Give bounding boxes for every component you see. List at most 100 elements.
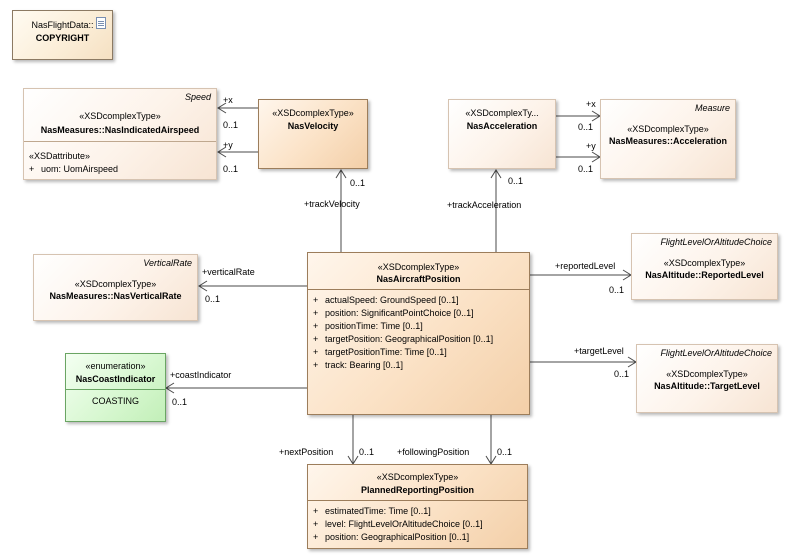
- assoc-target-level-arrow: [627, 356, 637, 368]
- role-label: +x: [223, 95, 233, 105]
- role-label: +x: [586, 99, 596, 109]
- class-nas-indicated-airspeed[interactable]: Speed «XSDcomplexType» NasMeasures::NasI…: [23, 88, 217, 180]
- class-nas-acceleration[interactable]: «XSDcomplexTy... NasAcceleration: [448, 99, 556, 169]
- attribute-row: + targetPosition: GeographicalPosition [0…: [313, 334, 493, 345]
- assoc-coast-indicator-arrow: [165, 382, 175, 394]
- attribute-text: estimatedTime: Time [0..1]: [325, 506, 431, 516]
- class-nas-aircraft-position[interactable]: «XSDcomplexType» NasAircraftPosition + ac…: [307, 252, 530, 415]
- multiplicity-label: 0..1: [223, 164, 239, 174]
- assoc-track-acceleration-arrow: [490, 169, 502, 179]
- class-name: NasMeasures::NasVerticalRate: [49, 291, 182, 301]
- compartment-divider: [66, 389, 165, 390]
- visibility-marker: +: [313, 506, 319, 516]
- class-stereotype: «enumeration»: [85, 361, 146, 371]
- class-name: NasAcceleration: [466, 121, 538, 131]
- note-line-2: COPYRIGHT: [35, 33, 90, 43]
- attribute-row: + positionTime: Time [0..1]: [313, 321, 423, 332]
- class-stereotype: «XSDcomplexType»: [74, 279, 157, 289]
- attribute-row: + track: Bearing [0..1]: [313, 360, 403, 371]
- abstract-type-label: VerticalRate: [143, 258, 192, 268]
- compartment-divider: [308, 500, 527, 501]
- class-reported-level[interactable]: FlightLevelOrAltitudeChoice «XSDcomplexT…: [631, 233, 778, 300]
- visibility-marker: +: [313, 360, 319, 370]
- attribute-text: position: SignificantPointChoice [0..1]: [325, 308, 474, 318]
- role-label: +coastIndicator: [170, 370, 232, 380]
- role-label: +followingPosition: [397, 447, 470, 457]
- class-name: NasVelocity: [287, 121, 339, 131]
- attribute-row: + targetPositionTime: Time [0..1]: [313, 347, 447, 358]
- multiplicity-label: 0..1: [497, 447, 513, 457]
- multiplicity-label: 0..1: [609, 285, 625, 295]
- class-nas-velocity[interactable]: «XSDcomplexType» NasVelocity: [258, 99, 368, 169]
- attribute-row: + estimatedTime: Time [0..1]: [313, 506, 431, 517]
- note-line-1: NasFlightData::: [31, 20, 94, 30]
- class-name: PlannedReportingPosition: [360, 485, 474, 495]
- attribute-row: +position: SignificantPointChoice [0..1]: [313, 308, 474, 319]
- visibility-marker: +: [313, 532, 319, 542]
- multiplicity-label: 0..1: [350, 178, 366, 188]
- assoc-next-position-arrow: [347, 455, 359, 465]
- attribute-text: targetPositionTime: Time [0..1]: [325, 347, 447, 357]
- note-icon: [96, 17, 106, 29]
- class-nas-vertical-rate[interactable]: VerticalRate «XSDcomplexType» NasMeasure…: [33, 254, 198, 321]
- visibility-marker: +: [313, 347, 319, 357]
- multiplicity-label: 0..1: [578, 164, 594, 174]
- multiplicity-label: 0..1: [508, 176, 524, 186]
- role-label: +trackAcceleration: [447, 200, 522, 210]
- visibility-marker: +: [313, 321, 319, 331]
- class-measures-acceleration[interactable]: Measure «XSDcomplexType» NasMeasures::Ac…: [600, 99, 736, 179]
- role-label: +targetLevel: [574, 346, 624, 356]
- assoc-acceleration-x-arrow: [591, 110, 601, 122]
- class-stereotype: «XSDcomplexType»: [377, 262, 460, 272]
- multiplicity-label: 0..1: [359, 447, 375, 457]
- role-label: +y: [223, 140, 233, 150]
- class-stereotype: «XSDcomplexType»: [666, 369, 748, 379]
- class-name: NasAltitude::TargetLevel: [654, 381, 760, 391]
- compartment-divider: [24, 141, 216, 142]
- class-name: NasMeasures::Acceleration: [608, 136, 728, 146]
- class-target-level[interactable]: FlightLevelOrAltitudeChoice «XSDcomplexT…: [636, 344, 778, 413]
- class-stereotype: «XSDcomplexType»: [79, 111, 161, 121]
- attribute-text: position: GeographicalPosition [0..1]: [325, 532, 470, 542]
- abstract-type-label: FlightLevelOrAltitudeChoice: [660, 348, 772, 358]
- class-name: NasCoastIndicator: [75, 374, 156, 384]
- multiplicity-label: 0..1: [205, 294, 221, 304]
- attribute-text: targetPosition: GeographicalPosition [0.…: [325, 334, 494, 344]
- class-stereotype: «XSDcomplexType»: [627, 124, 709, 134]
- attribute-text: actualSpeed: GroundSpeed [0..1]: [325, 295, 459, 305]
- class-stereotype: «XSDcomplexTy...: [465, 108, 539, 118]
- class-stereotype: «XSDcomplexType»: [272, 108, 354, 118]
- assoc-vertical-rate-arrow: [198, 280, 208, 292]
- class-stereotype: «XSDcomplexType»: [376, 472, 459, 482]
- abstract-type-label: Speed: [184, 92, 211, 102]
- class-name: NasAltitude::ReportedLevel: [645, 270, 764, 280]
- role-label: +reportedLevel: [555, 261, 616, 271]
- visibility-marker: +: [313, 519, 319, 529]
- attribute-row: + level: FlightLevelOrAltitudeChoice [0..…: [313, 519, 483, 530]
- assoc-acceleration-y-arrow: [591, 151, 601, 163]
- attribute-row: + position: GeographicalPosition [0..1]: [313, 532, 469, 543]
- abstract-type-label: FlightLevelOrAltitudeChoice: [660, 237, 772, 247]
- role-label: +trackVelocity: [304, 199, 360, 209]
- abstract-type-label: Measure: [694, 103, 730, 113]
- enum-nas-coast-indicator[interactable]: «enumeration» NasCoastIndicator COASTING: [65, 353, 166, 422]
- attribute-row: + uom: UomAirspeed: [29, 164, 118, 175]
- compartment-divider: [308, 289, 529, 290]
- enum-literal: COASTING: [91, 396, 139, 406]
- attribute-text: level: FlightLevelOrAltitudeChoice [0..1…: [325, 519, 483, 529]
- attribute-text: uom: UomAirspeed: [41, 164, 119, 174]
- visibility-marker: +: [313, 295, 319, 305]
- multiplicity-label: 0..1: [614, 369, 630, 379]
- attribute-stereotype: «XSDattribute»: [29, 151, 91, 161]
- class-name: NasAircraftPosition: [376, 274, 461, 284]
- multiplicity-label: 0..1: [172, 397, 188, 407]
- role-label: +verticalRate: [202, 267, 255, 277]
- visibility-marker: +: [29, 164, 35, 174]
- copyright-note[interactable]: NasFlightData:: COPYRIGHT: [12, 10, 113, 60]
- assoc-following-position-arrow: [485, 455, 497, 465]
- attribute-row: + actualSpeed: GroundSpeed [0..1]: [313, 295, 459, 306]
- visibility-marker: +: [313, 334, 319, 344]
- attribute-text: track: Bearing [0..1]: [325, 360, 404, 370]
- attribute-text: positionTime: Time [0..1]: [325, 321, 423, 331]
- class-planned-reporting-position[interactable]: «XSDcomplexType» PlannedReportingPositio…: [307, 464, 528, 549]
